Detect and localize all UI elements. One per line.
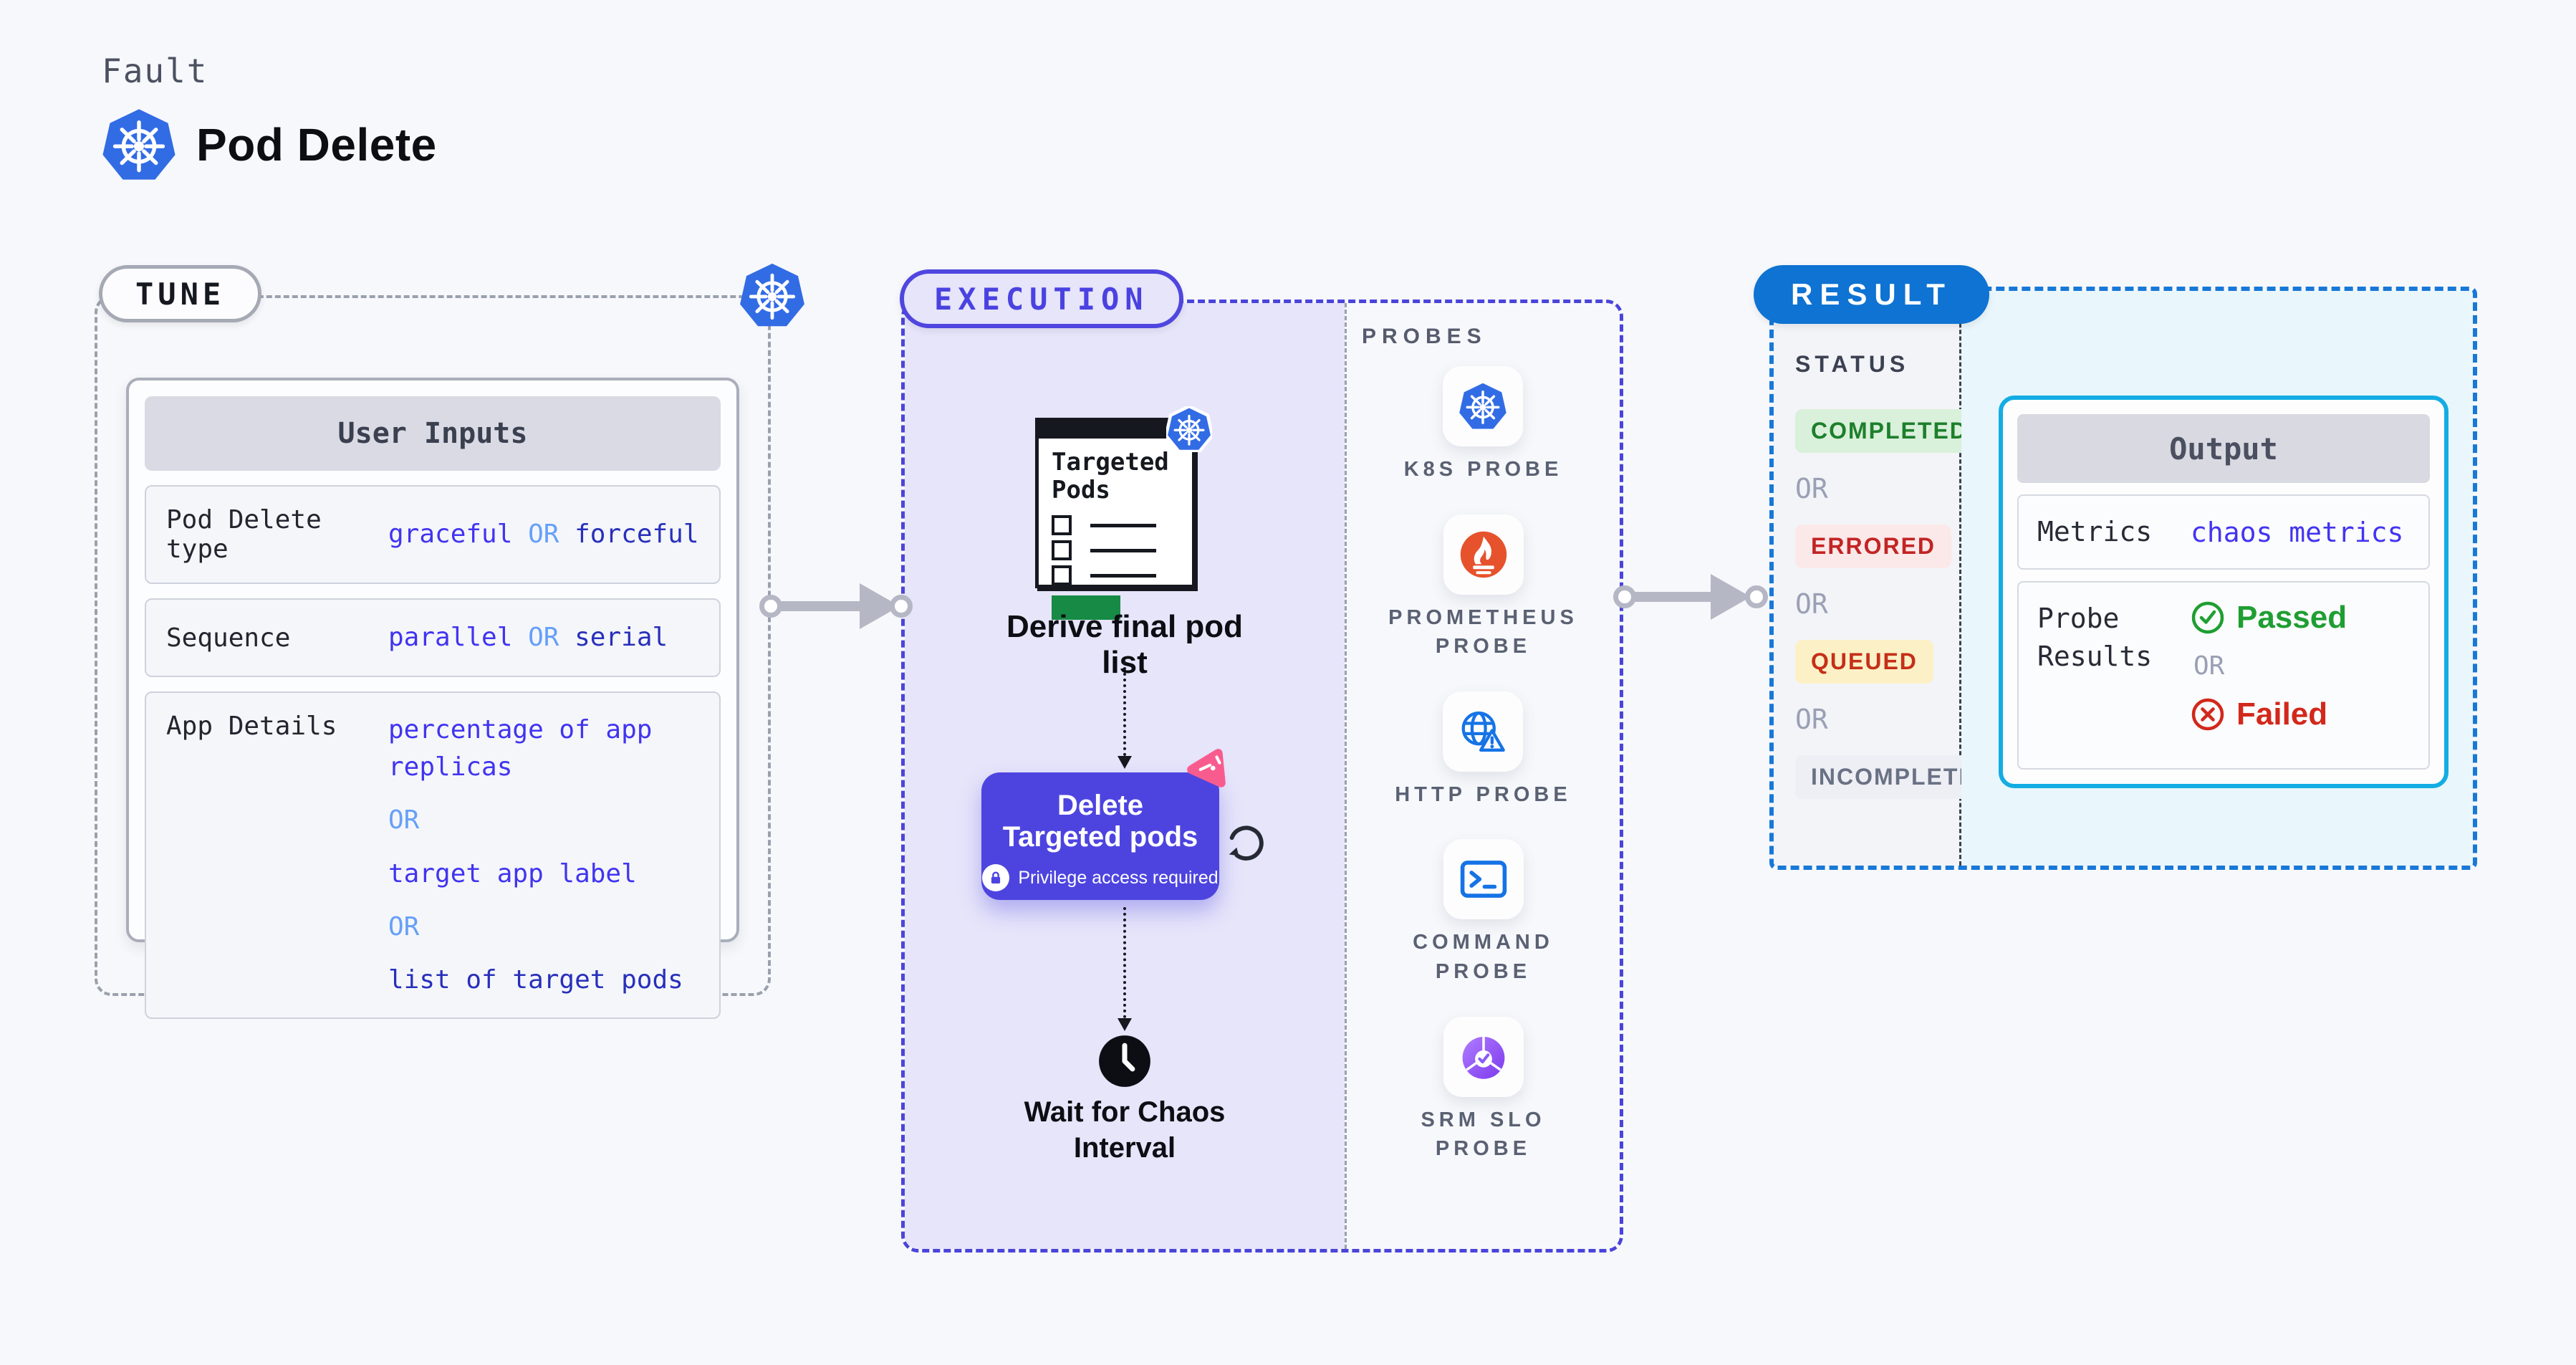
metrics-row: Metrics chaos metrics (2017, 494, 2430, 570)
probe-item: SRM SLO PROBE (1376, 1016, 1591, 1164)
list-line (1090, 573, 1156, 578)
probe-results-row: Probe Results Passed OR Failed (2017, 581, 2430, 770)
privilege-note: Privilege access required (982, 864, 1219, 891)
terminal-icon (1460, 861, 1506, 899)
probe-card (1443, 366, 1524, 446)
status-badge: ERRORED (1795, 525, 1952, 568)
wait-chaos-interval-label: Wait for Chaos Interval (1024, 1096, 1226, 1164)
dotted-connector-arrowhead (1118, 1018, 1132, 1031)
probe-label: K8S PROBE (1403, 458, 1563, 481)
probe-label: PROMETHEUS PROBE (1388, 605, 1578, 658)
probe-item: PROMETHEUS PROBE (1376, 514, 1591, 661)
connector-node (890, 595, 913, 618)
kubernetes-badge-icon (1166, 406, 1212, 452)
srm-slo-icon (1462, 1035, 1504, 1079)
user-inputs-table: User Inputs Pod Delete type graceful OR … (126, 378, 739, 1020)
passed-line: Passed (2191, 600, 2347, 636)
table-row: Pod Delete type graceful OR forceful (145, 485, 721, 584)
or-separator: OR (1795, 704, 1828, 735)
pod-list-item (1052, 540, 1192, 561)
probe-card (1443, 514, 1524, 595)
probe-item: COMMAND PROBE (1376, 839, 1591, 986)
list-line (1090, 548, 1156, 552)
probe-item: K8S PROBE (1404, 366, 1563, 484)
row-label: Pod Delete type (166, 505, 322, 564)
or-separator: OR (1795, 588, 1828, 620)
failed-line: Failed (2191, 696, 2347, 732)
http-globe-icon (1462, 711, 1506, 752)
status-panel: STATUS COMPLETED OR ERRORED OR QUEUED OR… (1774, 291, 2009, 866)
connector-node (759, 595, 782, 618)
clock-icon (1099, 1035, 1150, 1087)
step-title: Delete Targeted pods (1002, 790, 1198, 853)
execution-section-pill: EXECUTION (900, 269, 1183, 328)
output-header: Output (2017, 414, 2430, 483)
k8s-icon (1458, 381, 1508, 431)
tune-section-pill: TUNE (99, 265, 262, 322)
checkbox-icon (1052, 540, 1072, 561)
output-card: Output Metrics chaos metrics Probe Resul… (1999, 396, 2448, 788)
progress-bar (1052, 595, 1120, 621)
row-value: percentage of app replicas OR target app… (388, 715, 683, 995)
fault-kicker: Fault (102, 52, 208, 90)
status-badge: QUEUED (1795, 640, 1933, 684)
probe-item: HTTP PROBE (1395, 691, 1571, 810)
result-section-pill: RESULT (1754, 265, 1989, 324)
row-value: graceful OR forceful (388, 519, 699, 549)
execution-section-box: Targeted Pods Derive final pod list Dele… (901, 300, 1623, 1253)
probe-label: COMMAND PROBE (1413, 931, 1554, 983)
connector-node (1745, 585, 1768, 608)
probes-title: PROBES (1362, 325, 1487, 348)
checkbox-icon (1052, 565, 1072, 586)
probe-label: HTTP PROBE (1395, 782, 1572, 806)
status-badge: COMPLETED (1795, 409, 1984, 453)
prometheus-icon (1460, 531, 1506, 578)
dotted-connector (1123, 907, 1126, 1018)
loop-refresh-icon (1229, 825, 1264, 861)
probe-card (1443, 1016, 1524, 1097)
or-separator: OR (2193, 651, 2225, 681)
probe-results-values: Passed OR Failed (2191, 600, 2347, 732)
dotted-connector-arrowhead (1118, 756, 1132, 769)
lock-icon (982, 864, 1010, 891)
probe-card (1443, 691, 1524, 772)
pod-list-item (1052, 565, 1192, 586)
flow-arrow (778, 601, 867, 611)
row-label: Sequence (166, 623, 291, 653)
page-title: Pod Delete (196, 119, 437, 171)
x-circle-icon (2191, 698, 2224, 731)
kubernetes-icon (100, 106, 178, 183)
pod-list-item (1052, 515, 1192, 536)
flow-arrow (1632, 592, 1716, 602)
status-list: COMPLETED OR ERRORED OR QUEUED OR INCOMP… (1795, 409, 2009, 799)
probe-card (1443, 839, 1524, 920)
page-header: Pod Delete (100, 106, 437, 183)
connector-node (1613, 585, 1636, 608)
or-separator: OR (1795, 473, 1828, 504)
row-label: App Details (166, 712, 337, 741)
user-inputs-header: User Inputs (145, 396, 721, 471)
row-value: parallel OR serial (388, 623, 668, 652)
flow-arrow-head (1711, 574, 1751, 620)
kubernetes-icon (738, 261, 807, 330)
clipboard-title: Targeted Pods (1052, 448, 1169, 505)
chaos-icon (1187, 749, 1226, 787)
probes-panel: PROBES K8S PROBE (1345, 303, 1620, 1249)
list-line (1090, 523, 1156, 527)
status-title: STATUS (1795, 351, 1910, 377)
probe-results-label: Probe Results (2037, 603, 2153, 673)
checkbox-icon (1052, 515, 1072, 536)
table-row: App Details percentage of app replicas O… (145, 691, 721, 1020)
execution-flow-panel: Targeted Pods Derive final pod list Dele… (905, 303, 1345, 1249)
delete-targeted-pods-step: Delete Targeted pods Privilege access re… (981, 772, 1219, 900)
dotted-connector (1123, 661, 1126, 756)
check-circle-icon (2191, 601, 2224, 634)
probe-label: SRM SLO PROBE (1421, 1108, 1546, 1161)
metrics-label: Metrics (2037, 516, 2153, 547)
metrics-value: chaos metrics (2191, 516, 2404, 548)
table-row: Sequence parallel OR serial (145, 598, 721, 677)
